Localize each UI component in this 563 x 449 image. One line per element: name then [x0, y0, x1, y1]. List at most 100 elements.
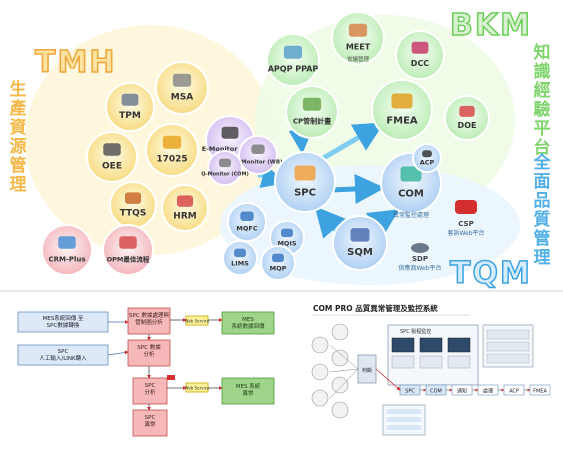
- q-monitor-node: Q-Monitor (COM): [201, 150, 249, 186]
- panel-card-2: [419, 355, 443, 369]
- notes-row-2: [387, 417, 421, 422]
- vertical-char: 全: [533, 152, 552, 173]
- mqp-node-circle: [260, 245, 296, 281]
- monitor-screen-1: [391, 337, 415, 353]
- section-divider: [0, 290, 563, 292]
- mes-box-2-text: MES 系統異常: [236, 382, 261, 397]
- monitor-screen-3: [447, 337, 471, 353]
- mes-input-box: [17, 311, 109, 333]
- oee-node: OEE: [86, 131, 138, 183]
- sqm-node: SQM: [332, 215, 388, 271]
- side-card-2: [486, 341, 530, 352]
- fmea-node-label: FMEA: [386, 116, 418, 127]
- vertical-char: 識: [534, 61, 551, 82]
- source-link-2: [329, 368, 359, 373]
- sdp-sublabel: 供應商Web平台: [398, 264, 441, 272]
- notes-row-1: [387, 409, 421, 414]
- dcc-node-label: DCC: [411, 59, 430, 68]
- msa-icon: [172, 73, 192, 87]
- apqp-node: APQP PPAP: [266, 33, 320, 87]
- spc-node-circle: [274, 151, 336, 213]
- spc-node-label: SPC: [294, 188, 316, 199]
- vertical-char: 資: [10, 118, 27, 138]
- 17025-node-label: 17025: [156, 155, 187, 165]
- decision-to-chain: [375, 368, 401, 391]
- cp-node-circle: [285, 85, 339, 139]
- fmea-node-circle: [371, 79, 433, 141]
- m-monitor-node-circle: [238, 135, 278, 175]
- vertical-char: 源: [10, 136, 27, 157]
- doe-node-label: DOE: [458, 121, 477, 130]
- sdp-icon: [411, 243, 429, 253]
- acp-node-circle: [412, 143, 442, 173]
- chain-label-6: FMEA: [533, 389, 547, 395]
- meet-node-circle: [331, 11, 385, 65]
- cp-node: CP管制計畫: [285, 85, 339, 139]
- spc-box-2: [127, 339, 171, 367]
- source-node-1: [311, 336, 329, 354]
- vertical-char: 面: [534, 172, 551, 192]
- source-node-6: [331, 376, 349, 394]
- com-sublabel: 異常監控處理: [393, 211, 429, 219]
- vertical-char: 經: [534, 80, 551, 101]
- phone-icon: [455, 200, 477, 214]
- hrm-node-circle: [161, 184, 209, 232]
- mes-box-1: [221, 311, 275, 335]
- q-monitor-node-label: Q-Monitor (COM): [201, 172, 249, 178]
- fmea-node: FMEA: [371, 79, 433, 141]
- crm-node: CRM-Plus: [41, 224, 93, 276]
- source-link-1: [329, 344, 359, 370]
- fmea-icon: [391, 93, 413, 109]
- com-icon: [400, 166, 422, 182]
- e-monitor-icon: [221, 126, 239, 139]
- mqp-node: MQP: [260, 245, 296, 281]
- csp-label: CSP: [458, 220, 473, 228]
- side-card-1: [486, 329, 530, 340]
- vertical-char: 管: [10, 155, 27, 176]
- sdp-label: SDP: [412, 255, 428, 263]
- mqp-icon: [272, 253, 284, 263]
- lims-node-circle: [222, 240, 258, 276]
- tmh-title: TMH: [35, 45, 116, 80]
- mqp-node-label: MQP: [270, 265, 287, 273]
- hrm-node: HRM: [161, 184, 209, 232]
- crm-node-label: CRM-Plus: [48, 255, 85, 263]
- acp-node-label: ACP: [420, 158, 435, 166]
- sqm-icon: [350, 228, 370, 242]
- dcc-node-circle: [395, 30, 445, 80]
- vertical-char: 驗: [534, 99, 551, 120]
- source-link-3: [329, 368, 359, 399]
- lims-icon: [234, 248, 246, 258]
- mqfc-icon: [240, 211, 254, 222]
- source-node-4: [331, 323, 349, 341]
- chain-label-4: 處理: [483, 388, 493, 395]
- spc-node: SPC: [274, 151, 336, 213]
- spc-box-2-text: SPC 數據分析: [137, 343, 161, 358]
- vertical-char: 產: [10, 98, 27, 119]
- spc-icon: [294, 165, 316, 181]
- source-node-3: [311, 389, 329, 407]
- apqp-node-label: APQP PPAP: [268, 65, 319, 74]
- apqp-node-circle: [266, 33, 320, 87]
- vertical-char: 質: [534, 209, 551, 230]
- 17025-icon: [162, 135, 182, 149]
- opm-icon: [119, 236, 137, 249]
- msa-node: MSA: [155, 61, 209, 115]
- ttqs-icon: [124, 192, 142, 204]
- acp-node: ACP: [412, 143, 442, 173]
- tpm-icon: [121, 93, 139, 106]
- spc-box-1-text: SPC 數據處理與管制圖分析: [129, 311, 169, 326]
- acp-icon: [422, 150, 432, 158]
- ttqs-node-label: TTQS: [120, 208, 147, 218]
- monitor-screen-2: [419, 337, 443, 353]
- csp-sublabel: 客訴Web平台: [447, 229, 484, 237]
- com-node-label: COM: [398, 189, 424, 200]
- m-monitor-node: M-Monitor (WB): [233, 135, 283, 175]
- ws-tag-2-text: Web Service: [185, 386, 210, 391]
